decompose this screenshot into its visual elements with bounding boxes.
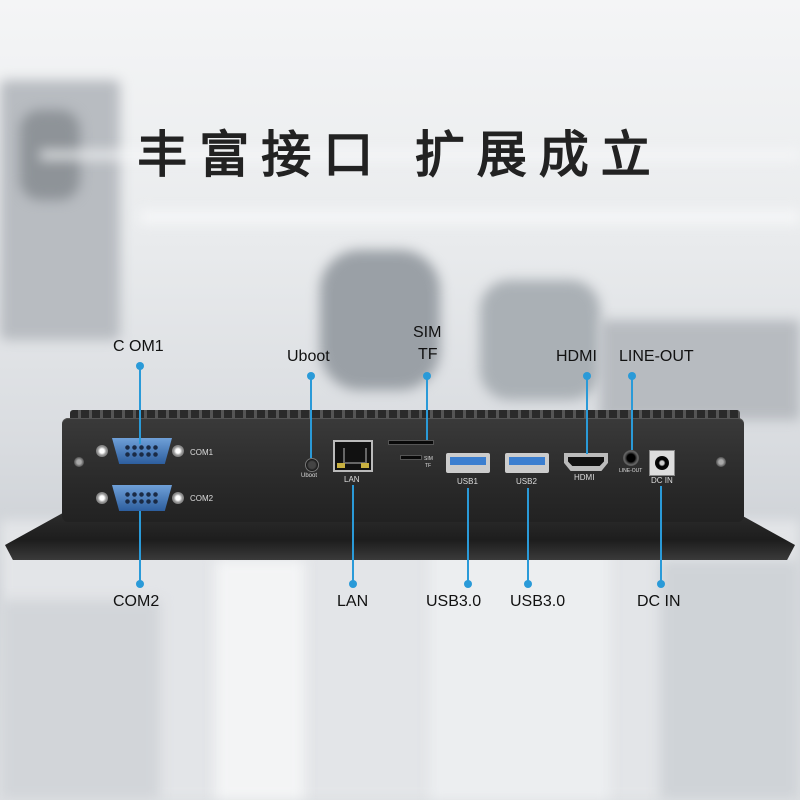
callout-dcin-line — [660, 486, 662, 583]
callout-lineout-line — [631, 376, 633, 450]
tf-port-label: TF — [425, 463, 432, 469]
callout-usb2: USB3.0 — [510, 593, 566, 610]
com2-port-label: COM2 — [190, 494, 214, 503]
page-title: 丰富接口 扩展成立 — [137, 126, 663, 184]
callout-uboot: Uboot — [287, 348, 330, 365]
callout-com1-line — [139, 366, 141, 444]
callout-sim-line — [426, 376, 428, 440]
lineout-jack — [623, 450, 639, 466]
callout-dcin: DC IN — [637, 593, 681, 610]
callout-usb1: USB3.0 — [426, 593, 482, 610]
callout-com2-dot — [136, 580, 144, 588]
callout-lan-dot — [349, 580, 357, 588]
usb2-port — [505, 453, 549, 473]
lineout-port-label: LINE-OUT — [619, 468, 643, 474]
callout-usb1-dot — [464, 580, 472, 588]
callout-lineout: LINE-OUT — [619, 348, 694, 365]
com1-port-label: COM1 — [190, 448, 214, 457]
callout-tf: TF — [418, 346, 438, 363]
hdmi-port — [564, 453, 608, 471]
callout-com1: C OM1 — [113, 338, 164, 355]
dc-in-port — [649, 450, 675, 476]
callout-com2-line — [139, 511, 141, 583]
lan-port — [333, 440, 373, 472]
callout-usb2-line — [527, 488, 529, 583]
callout-usb2-dot — [524, 580, 532, 588]
callout-sim: SIM — [413, 324, 442, 341]
callout-usb1-line — [467, 488, 469, 583]
callout-com2: COM2 — [113, 593, 160, 610]
lan-port-label: LAN — [344, 475, 360, 484]
panel-screw-left — [74, 457, 84, 467]
uboot-port-label: Uboot — [301, 473, 318, 479]
dc-in-port-label: DC IN — [651, 476, 673, 485]
usb1-port-label: USB1 — [457, 477, 478, 486]
com1-standoff-right — [172, 445, 184, 457]
tf-slot — [400, 455, 422, 460]
sim-port-label: SIM — [424, 456, 433, 462]
com2-standoff-left — [96, 492, 108, 504]
usb1-port — [446, 453, 490, 473]
com2-standoff-right — [172, 492, 184, 504]
io-panel — [62, 418, 744, 522]
com1-standoff-left — [96, 445, 108, 457]
com1-port — [112, 438, 172, 464]
com2-port — [112, 485, 172, 511]
uboot-button — [305, 458, 319, 472]
sim-slot — [388, 440, 434, 445]
heatsink-fins — [70, 410, 740, 420]
callout-uboot-line — [310, 376, 312, 458]
panel-screw-right — [716, 457, 726, 467]
hdmi-port-label: HDMI — [574, 473, 595, 482]
callout-lan-line — [352, 485, 354, 583]
callout-hdmi-line — [586, 376, 588, 454]
usb2-port-label: USB2 — [516, 477, 537, 486]
callout-dcin-dot — [657, 580, 665, 588]
callout-hdmi: HDMI — [556, 348, 597, 365]
callout-lan: LAN — [337, 593, 369, 610]
